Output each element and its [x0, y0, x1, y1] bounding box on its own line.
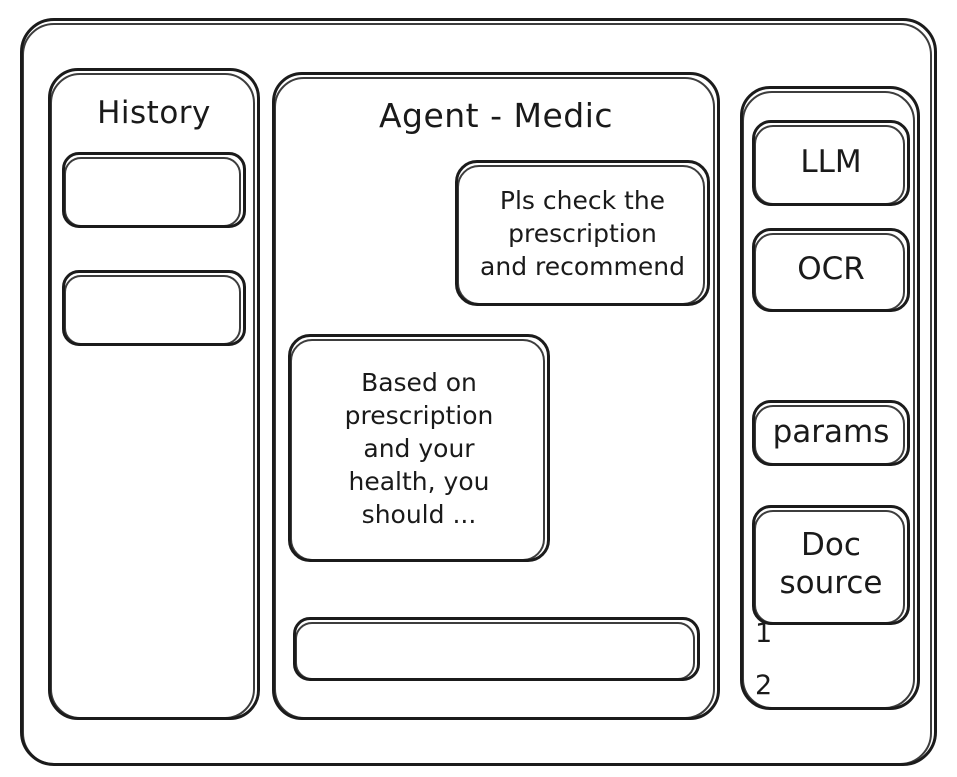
assistant-message-text: Based on prescription and your health, y…: [344, 367, 494, 529]
tool-box-ocr[interactable]: OCR: [752, 228, 910, 312]
agent-title: Agent - Medic: [378, 96, 614, 135]
user-message-bubble: Pls check the prescription and recommend: [455, 160, 710, 306]
app-window-frame: [20, 18, 937, 766]
user-message-text: Pls check the prescription and recommend: [480, 185, 685, 281]
assistant-message-bubble: Based on prescription and your health, y…: [288, 334, 550, 562]
history-panel: [48, 68, 260, 720]
doc-source-entry[interactable]: 1: [755, 618, 773, 649]
tool-label-doc-source: Doc source: [779, 527, 883, 601]
tool-label-ocr: OCR: [797, 251, 865, 288]
agent-chat-panel: [272, 72, 720, 720]
history-list-item[interactable]: [62, 270, 246, 346]
tools-panel: [740, 86, 920, 710]
tool-label-llm: LLM: [800, 144, 862, 181]
history-list-item[interactable]: [62, 152, 246, 228]
tool-box-doc-source[interactable]: Doc source: [752, 505, 910, 625]
tool-box-params[interactable]: params: [752, 400, 910, 466]
doc-source-entry[interactable]: 2: [755, 670, 773, 701]
message-composer-input[interactable]: [293, 617, 700, 681]
history-panel-title: History: [97, 95, 211, 131]
tool-box-llm[interactable]: LLM: [752, 120, 910, 206]
tool-label-params: params: [772, 414, 890, 451]
